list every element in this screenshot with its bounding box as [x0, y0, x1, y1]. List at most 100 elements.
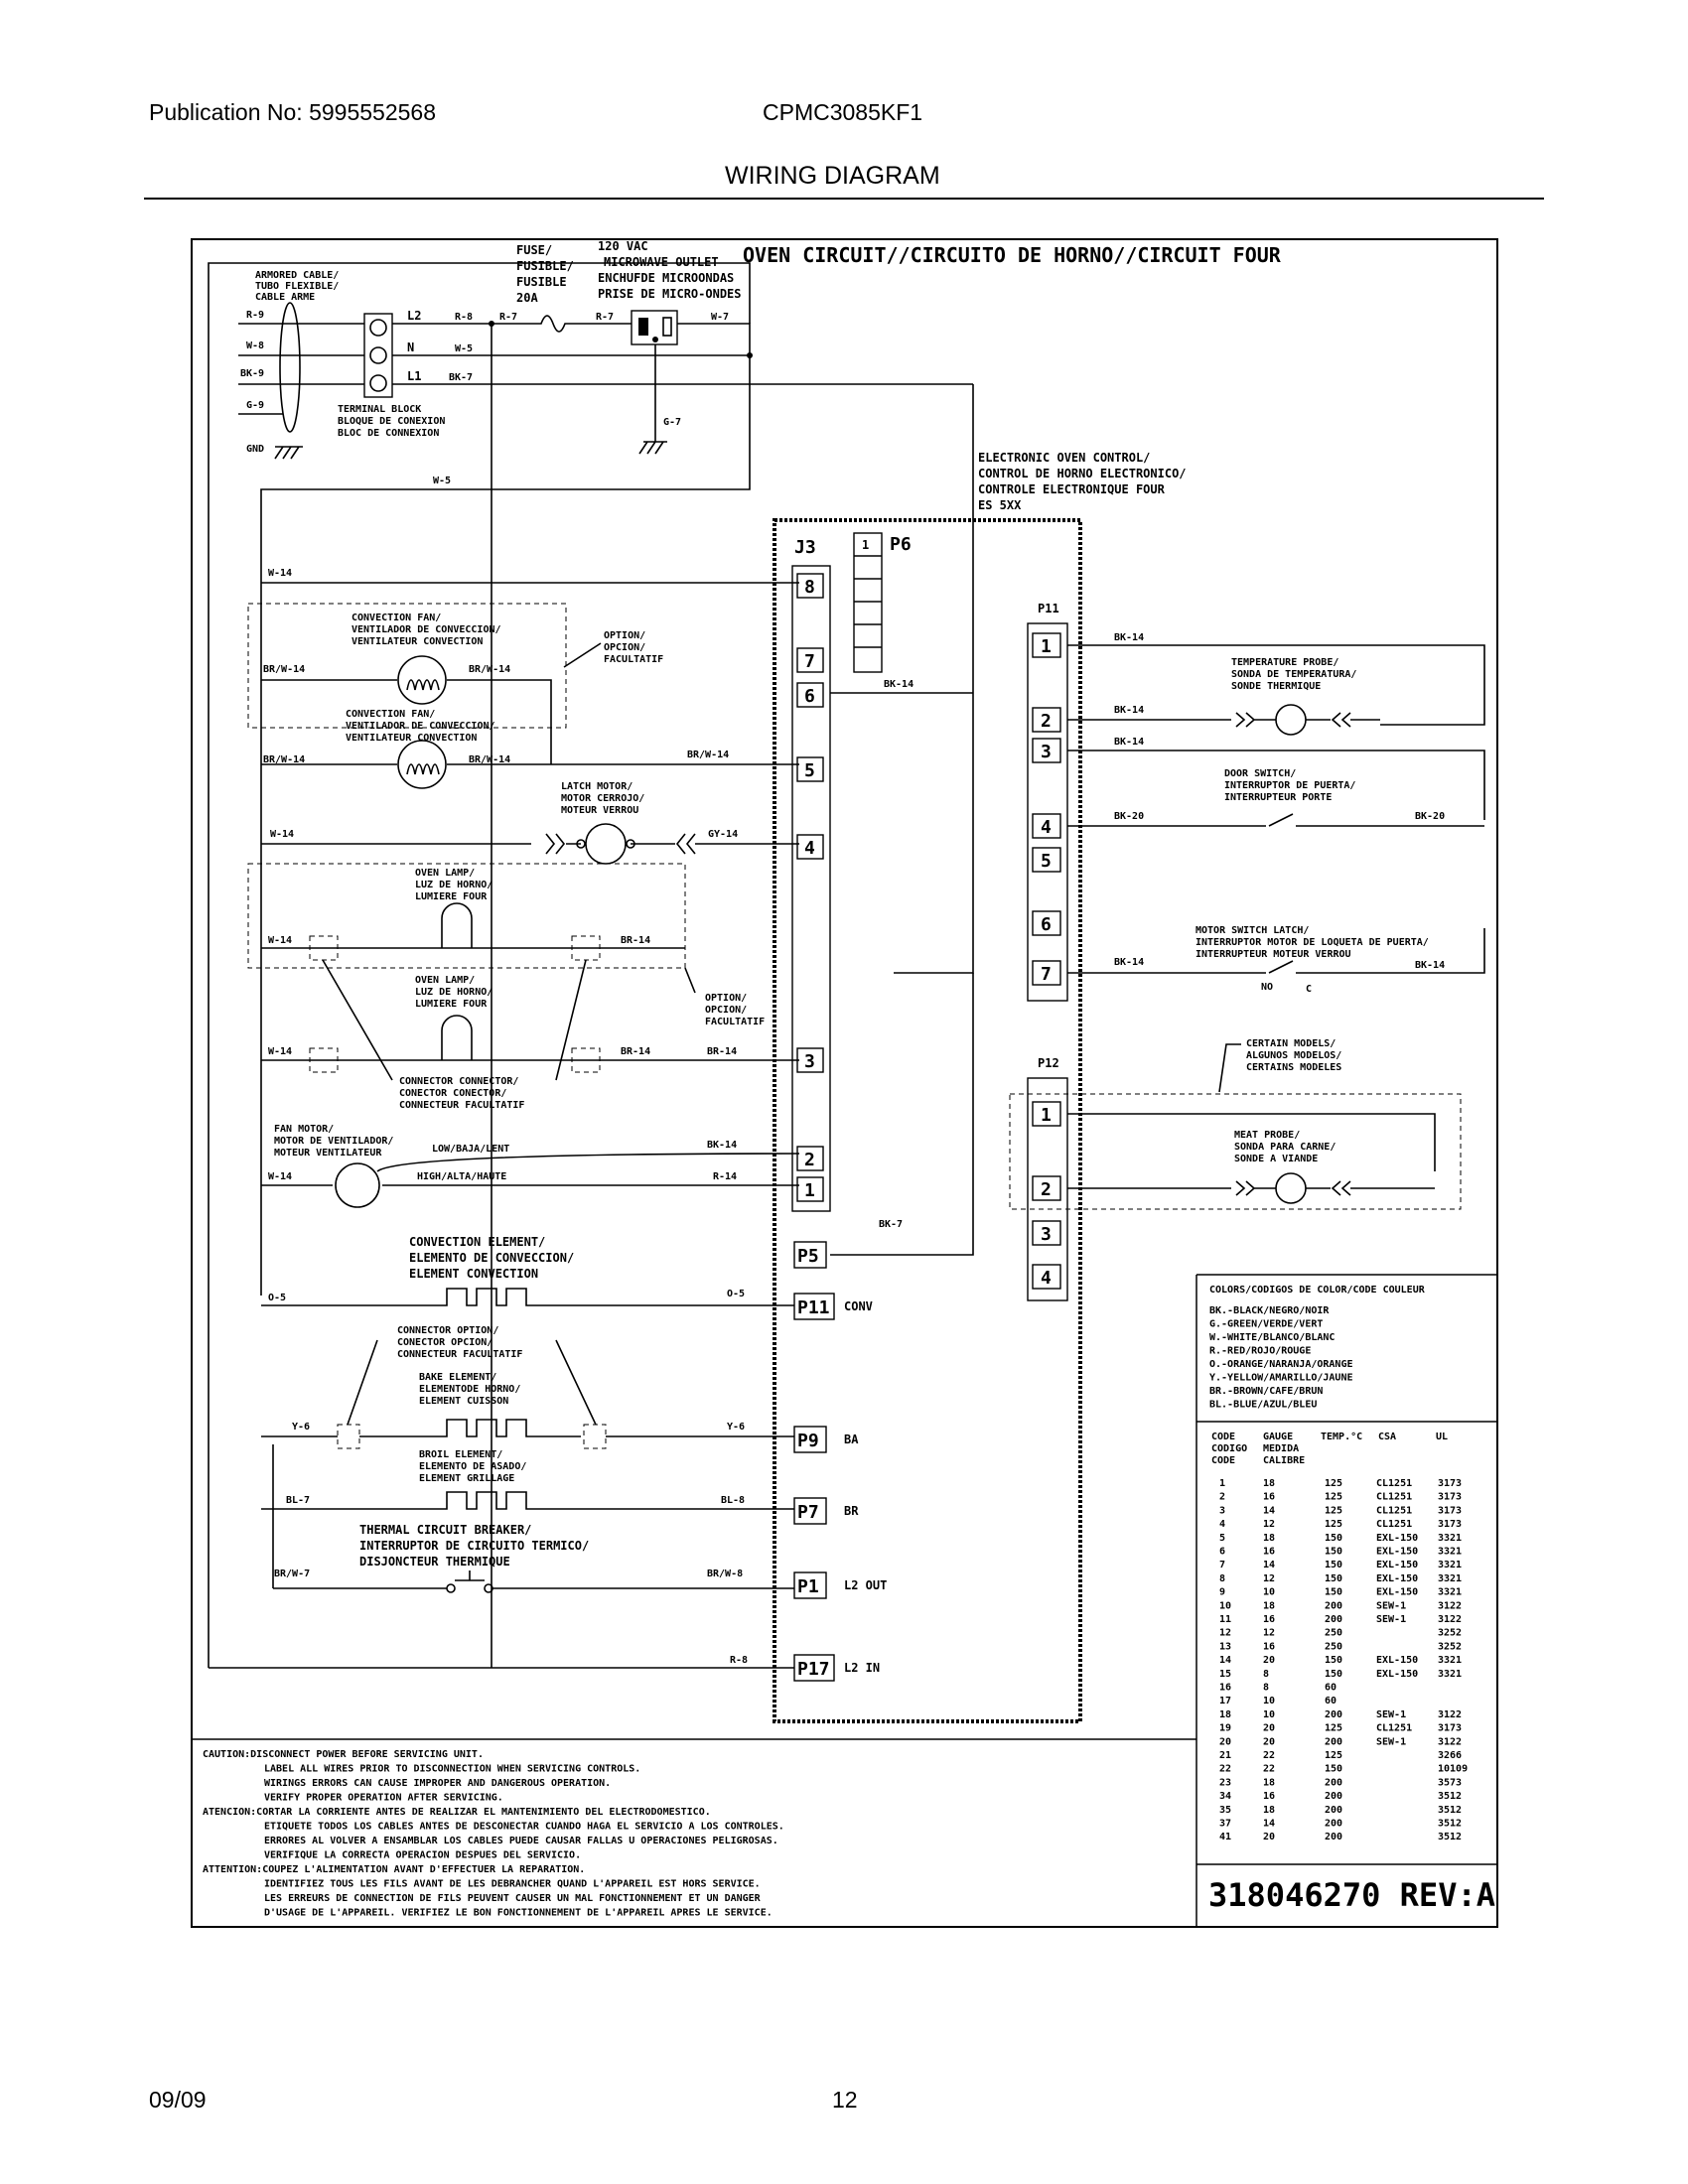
wire-brw7: BR/W-7 — [274, 1569, 310, 1579]
outlet-label-4: PRISE DE MICRO-ONDES — [598, 287, 742, 301]
conv-fan1-motor — [397, 655, 447, 705]
gauge-cell: EXL-150 — [1376, 1587, 1418, 1598]
caution-line: VERIFIQUE LA CORRECTA OPERACION DESPUES … — [264, 1850, 581, 1861]
gauge-cell: 16 — [1263, 1492, 1275, 1503]
gauge-cell: 10 — [1263, 1696, 1275, 1706]
relay-box — [793, 1241, 827, 1269]
wire-r8-bottom: R-8 — [730, 1655, 748, 1666]
relay-label: P7 — [797, 1502, 819, 1523]
motor-switch-label-1: MOTOR SWITCH LATCH/ — [1196, 925, 1309, 936]
gauge-cell: 10 — [1219, 1600, 1231, 1611]
gauge-cell: 250 — [1325, 1641, 1342, 1652]
p12-pin: 3 — [1041, 1224, 1052, 1245]
gauge-cell: 150 — [1325, 1547, 1342, 1558]
wire-gy14: GY-14 — [708, 829, 738, 840]
wire-bk7-top: BK-7 — [449, 372, 473, 383]
convection-element — [261, 1288, 794, 1306]
fuse-label-2: FUSIBLE/ — [516, 259, 574, 273]
breaker-label-2: INTERRUPTOR DE CIRCUITO TERMICO/ — [359, 1539, 589, 1553]
gauge-cell: 12 — [1263, 1519, 1275, 1530]
gauge-cell: 200 — [1325, 1600, 1342, 1611]
temp-probe-label-2: SONDA DE TEMPERATURA/ — [1231, 669, 1356, 680]
gauge-cell: 3321 — [1438, 1655, 1462, 1666]
wire-r14: R-14 — [713, 1171, 737, 1182]
gauge-header: GAUGE — [1263, 1432, 1293, 1442]
caution-line: ERRORES AL VOLVER A ENSAMBLAR LOS CABLES… — [264, 1836, 778, 1846]
gauge-cell: 8 — [1263, 1683, 1269, 1694]
outlet-label-3: ENCHUFDE MICROONDAS — [598, 271, 734, 285]
armored-cable-sheath — [279, 302, 301, 433]
wire-bk14-g: BK-14 — [1415, 960, 1445, 971]
j3-pin-box — [796, 1176, 824, 1202]
gauge-cell: 3573 — [1438, 1777, 1462, 1788]
gauge-cell: CL1251 — [1376, 1478, 1412, 1489]
bake-label-1: BAKE ELEMENT/ — [419, 1372, 496, 1383]
wire-br14-a: BR-14 — [621, 935, 650, 946]
diagram-frame — [191, 238, 1498, 1928]
gauge-cell: 23 — [1219, 1777, 1231, 1788]
gauge-cell: 14 — [1263, 1505, 1275, 1516]
p11-pin: 2 — [1041, 711, 1052, 732]
color-code-entry: BK.-BLACK/NEGRO/NOIR — [1209, 1305, 1330, 1316]
gauge-cell: 200 — [1325, 1614, 1342, 1625]
breaker-label-3: DISJONCTEUR THERMIQUE — [359, 1555, 510, 1569]
conv-fan1-wire — [261, 679, 552, 764]
gauge-cell: 8 — [1219, 1573, 1225, 1584]
p11-pin: 4 — [1041, 817, 1052, 838]
electronic-oven-control-box — [773, 518, 1082, 1723]
fan-motor-label-2: MOTOR DE VENTILADOR/ — [274, 1136, 393, 1147]
j3-pin: 7 — [804, 651, 815, 672]
conn-option-label-1: CONNECTOR OPTION/ — [397, 1325, 498, 1336]
gauge-cell: 3321 — [1438, 1560, 1462, 1570]
gauge-cell: CL1251 — [1376, 1723, 1412, 1734]
certain-label-1: CERTAIN MODELS/ — [1246, 1038, 1336, 1049]
j3-pin-box — [796, 682, 824, 708]
gauge-cell: 60 — [1325, 1696, 1336, 1706]
connector-label-1: CONNECTOR CONNECTOR/ — [399, 1076, 518, 1087]
gauge-cell: 21 — [1219, 1750, 1231, 1761]
j3-pin: 5 — [804, 760, 815, 781]
meat-probe-option-box — [1009, 1093, 1462, 1210]
p12-pin-box — [1032, 1264, 1061, 1290]
outlet-label-1: 120 VAC — [598, 239, 648, 253]
broil-element — [261, 1491, 794, 1510]
j3-pin: 2 — [804, 1150, 815, 1170]
lamp1-label-1: OVEN LAMP/ — [415, 868, 475, 879]
relay-caption: L2 IN — [844, 1661, 880, 1675]
caution-line: ETIQUETE TODOS LOS CABLES ANTES DE DESCO… — [264, 1822, 784, 1833]
gauge-cell: 12 — [1263, 1573, 1275, 1584]
gauge-cell: EXL-150 — [1376, 1547, 1418, 1558]
outlet-label-2: MICROWAVE OUTLET — [604, 255, 719, 269]
wire-bk14-f: BK-14 — [1114, 957, 1144, 968]
gauge-cell: 15 — [1219, 1669, 1231, 1680]
j3-pin: 1 — [804, 1180, 815, 1201]
motor-switch-label-3: INTERRUPTEUR MOTEUR VERROU — [1196, 949, 1351, 960]
gauge-cell: 3266 — [1438, 1750, 1462, 1761]
p11-connector — [1027, 622, 1068, 1002]
gauge-cell: 3122 — [1438, 1709, 1462, 1720]
gauge-cell: 17 — [1219, 1696, 1231, 1706]
gauge-cell: 3122 — [1438, 1736, 1462, 1747]
conv-fan1-label-3: VENTILATEUR CONVECTION — [352, 636, 483, 647]
gauge-cell: 150 — [1325, 1655, 1342, 1666]
gauge-cell: 11 — [1219, 1614, 1231, 1625]
gauge-cell: 125 — [1325, 1519, 1342, 1530]
gauge-cell: 200 — [1325, 1709, 1342, 1720]
wire-r9: R-9 — [246, 310, 264, 321]
gauge-cell: 150 — [1325, 1587, 1342, 1598]
gauge-cell: 41 — [1219, 1832, 1231, 1843]
color-code-entry: BL.-BLUE/AZUL/BLEU — [1209, 1400, 1317, 1411]
gauge-cell: 18 — [1263, 1600, 1275, 1611]
oven-circuit-title: OVEN CIRCUIT//CIRCUITO DE HORNO//CIRCUIT… — [743, 243, 1282, 267]
bake-element — [261, 1419, 794, 1437]
meat-probe-symbol — [1275, 1172, 1307, 1204]
gauge-cell: CL1251 — [1376, 1492, 1412, 1503]
option1-label-1: OPTION/ — [604, 630, 645, 641]
wire-bk7-p5: BK-7 — [879, 1219, 903, 1230]
wire-bl7: BL-7 — [286, 1495, 310, 1506]
wire-g9: G-9 — [246, 400, 264, 411]
wire-g7: G-7 — [663, 417, 681, 428]
gauge-cell: 3173 — [1438, 1723, 1462, 1734]
wire-brw14-b: BR/W-14 — [469, 664, 510, 675]
wire-w5-return: W-5 — [433, 476, 451, 486]
